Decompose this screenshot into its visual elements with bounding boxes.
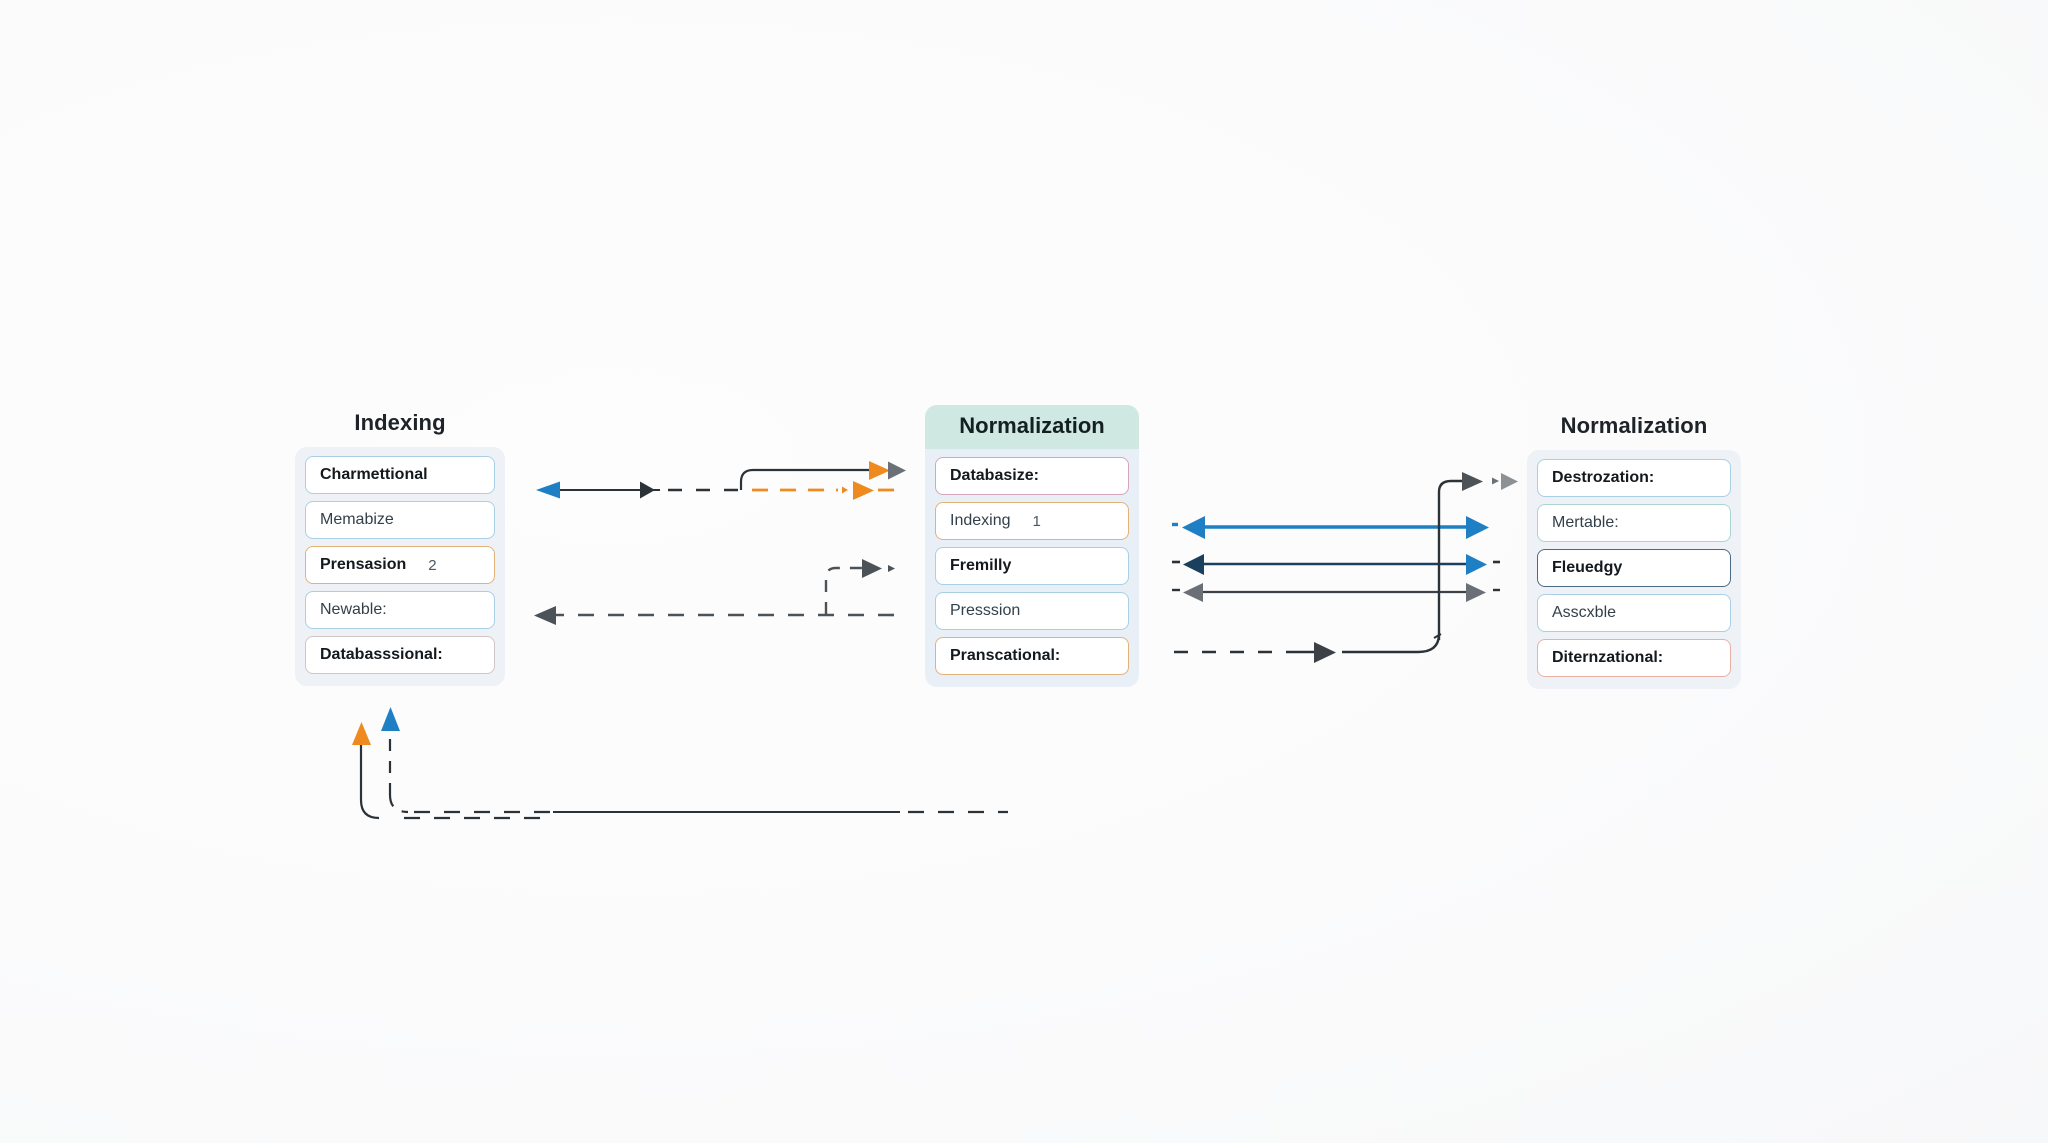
edge-bottom-riser-orange-curve	[359, 799, 380, 820]
arrowhead-blue-right-rail2	[1466, 554, 1487, 575]
arrowhead-left-blue-top	[536, 481, 560, 499]
card-label: Databasize:	[950, 467, 1039, 484]
card-label: Memabize	[320, 511, 394, 528]
column-normalization-right: Normalization Destrozation: Mertable: Fl…	[1527, 413, 1741, 689]
card-charmettional[interactable]: Charmettional	[305, 456, 495, 494]
column-title-right: Normalization	[1560, 413, 1708, 438]
edge-bottom-riser-blue-curve	[388, 794, 409, 814]
card-label: Pranscational:	[950, 647, 1061, 664]
arrowhead-bottom-feed	[1314, 642, 1336, 663]
arrowhead-right-elbow-tick	[1492, 477, 1499, 485]
card-label: Newable:	[320, 601, 387, 618]
arrowhead-orange-mid	[853, 481, 874, 500]
arrowhead-grey-branch	[862, 559, 882, 578]
card-label: Fremilly	[950, 557, 1012, 574]
card-memabize[interactable]: Memabize	[305, 501, 495, 539]
card-destrozation[interactable]: Destrozation:	[1537, 459, 1731, 497]
arrowhead-up-orange	[352, 722, 371, 745]
arrowhead-darkblue-left-rail	[1183, 554, 1204, 575]
card-label: Mertable:	[1552, 514, 1619, 531]
column-title-left: Indexing	[354, 410, 446, 435]
arrowhead-grey-branch-tick	[888, 565, 895, 572]
card-fremilly[interactable]: Fremilly	[935, 547, 1129, 585]
panel-left: Charmettional Memabize Prensasion 2 Newa…	[295, 447, 505, 686]
card-prensasion[interactable]: Prensasion 2	[305, 546, 495, 584]
edge-mid-branch-dashed	[824, 566, 862, 614]
arrowhead-up-blue	[381, 707, 400, 731]
arrowhead-blue-left-rail	[1182, 516, 1205, 539]
column-title-middle: Normalization	[925, 405, 1139, 449]
arrowhead-left-grey-return	[534, 606, 556, 625]
arrowhead-grey-left-rail	[1183, 583, 1203, 602]
column-normalization-middle: Normalization Databasize: Indexing 1 Fre…	[925, 405, 1139, 687]
edge-bottom-feed-curve	[1342, 633, 1441, 654]
card-value: 2	[428, 556, 437, 574]
card-label: Databasssional:	[320, 646, 443, 663]
panel-middle: Normalization Databasize: Indexing 1 Fre…	[925, 405, 1139, 687]
arrowhead-right-elbow-dark	[1462, 472, 1483, 491]
arrowhead-right-elbow-grey	[1501, 473, 1518, 490]
card-mertable[interactable]: Mertable:	[1537, 504, 1731, 542]
arrowhead-orange-tick	[842, 486, 848, 494]
card-value: 1	[1032, 512, 1041, 530]
arrowhead-grey-right-rail	[1466, 583, 1486, 602]
arrowhead-right-dark-top	[640, 481, 655, 499]
panel-right: Destrozation: Mertable: Fleuedgy Asscxbl…	[1527, 450, 1741, 689]
card-label: Prensasion	[320, 556, 407, 573]
card-databasize[interactable]: Databasize:	[935, 457, 1129, 495]
edge-bottom-feed-curve-tip	[1433, 633, 1442, 639]
card-databasssional[interactable]: Databasssional:	[305, 636, 495, 674]
arrowhead-grey-upper	[888, 461, 906, 480]
card-indexing[interactable]: Indexing 1	[935, 502, 1129, 540]
card-label: Indexing	[950, 512, 1011, 529]
edge-mid-elbow-up	[739, 468, 879, 490]
column-indexing: Indexing Charmettional Memabize Prensasi…	[295, 410, 505, 686]
arrowhead-blue-right-rail	[1466, 516, 1489, 539]
edge-right-elbow-up	[1437, 479, 1466, 640]
card-label: Fleuedgy	[1552, 559, 1623, 576]
card-newable[interactable]: Newable:	[305, 591, 495, 629]
card-label: Presssion	[950, 602, 1021, 619]
card-presssion[interactable]: Presssion	[935, 592, 1129, 630]
card-label: Diternzational:	[1552, 649, 1664, 666]
card-label: Asscxble	[1552, 604, 1617, 621]
card-asscxble[interactable]: Asscxble	[1537, 594, 1731, 632]
card-label: Charmettional	[320, 466, 428, 483]
card-diternzational[interactable]: Diternzational:	[1537, 639, 1731, 677]
card-label: Destrozation:	[1552, 469, 1655, 486]
arrowhead-orange-upper	[869, 461, 890, 480]
card-fleuedgy[interactable]: Fleuedgy	[1537, 549, 1731, 587]
card-pranscational[interactable]: Pranscational:	[935, 637, 1129, 675]
